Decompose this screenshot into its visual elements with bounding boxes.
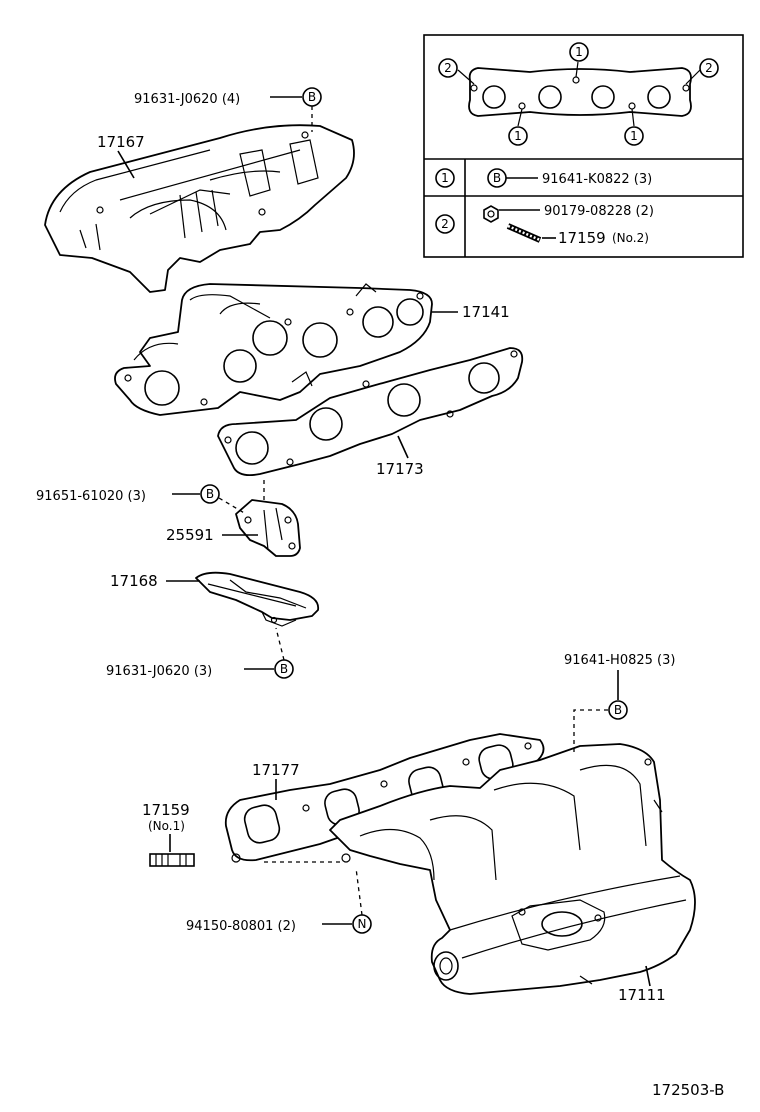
- marker-label: 1: [575, 45, 583, 59]
- part-number-label: 17177: [252, 761, 300, 779]
- part-number-label: 17111: [618, 986, 666, 1004]
- gasket-legend-box: 1 2 2 1 1 1 B 91641-K0822 (3): [423, 34, 744, 258]
- callout-91631-j0620-bottom: 91631-J0620 (3) B: [106, 627, 294, 679]
- part-number-label: 25591: [166, 526, 214, 544]
- callout-25591: 25591: [166, 526, 258, 544]
- nut-symbol-label: N: [358, 917, 367, 931]
- callout-91651-61020: 91651-61020 (3) B: [36, 480, 265, 515]
- legend-row-2-part-b: 17159: [558, 229, 606, 247]
- callout-17173: 17173: [376, 435, 424, 478]
- callout-17141: 17141: [432, 303, 510, 321]
- exhaust-manifold-17141: [114, 283, 433, 416]
- bracket-25591: [235, 499, 301, 557]
- legend-row-1-part: 91641-K0822 (3): [542, 172, 652, 187]
- row-index-label: 1: [441, 171, 449, 185]
- part-number-label: 94150-80801 (2): [186, 919, 296, 934]
- callout-17111: 17111: [618, 965, 666, 1004]
- heat-insulator-17167: [44, 124, 355, 293]
- legend-row-2-part-a: 90179-08228 (2): [544, 204, 654, 219]
- bolt-symbol-label: B: [493, 171, 501, 185]
- part-number-label: 91641-H0825 (3): [564, 653, 675, 668]
- bolt-symbol-label: B: [280, 662, 288, 676]
- legend-marker-2-right: 2: [699, 58, 719, 78]
- stud-bolt-17159-no1: [149, 853, 195, 867]
- callout-91631-j0620-top: 91631-J0620 (4) B: [134, 87, 322, 132]
- marker-label: 2: [444, 61, 452, 75]
- part-number-label: 91631-J0620 (3): [106, 664, 212, 679]
- bolt-symbol-label: B: [614, 703, 622, 717]
- callout-17159-no1: 17159 (No.1): [142, 801, 190, 852]
- legend-marker-1-top: 1: [569, 42, 589, 62]
- row-index-label: 2: [441, 217, 449, 231]
- callout-91641-h0825: 91641-H0825 (3) B: [564, 653, 675, 752]
- part-number-label: 91651-61020 (3): [36, 489, 146, 504]
- part-number-label: 17168: [110, 572, 158, 590]
- callout-17167: 17167: [97, 133, 145, 179]
- exhaust-gasket-17173: [217, 347, 524, 477]
- legend-row-2-part-b-sub: (No.2): [612, 231, 649, 245]
- bolt-symbol-label: B: [206, 487, 214, 501]
- legend-row-2: 2 90179-08228 (2) 17159 (No.2): [435, 204, 654, 247]
- legend-marker-2-left: 2: [438, 58, 458, 78]
- stud-bolt-icon: [506, 223, 542, 243]
- part-number-sub-label: (No.1): [148, 819, 185, 833]
- callout-17168: 17168: [110, 572, 200, 590]
- nut-icon: [483, 205, 499, 223]
- legend-row-1: 1 B 91641-K0822 (3): [435, 168, 652, 188]
- marker-label: 1: [630, 129, 638, 143]
- part-number-label: 91631-J0620 (4): [134, 92, 240, 107]
- marker-label: 2: [705, 61, 713, 75]
- part-number-label: 17159: [142, 801, 190, 819]
- intake-manifold-17111: [329, 743, 696, 995]
- callout-17177: 17177: [252, 761, 300, 800]
- part-number-label: 17167: [97, 133, 145, 151]
- callout-94150-80801: 94150-80801 (2) N: [186, 861, 372, 934]
- heat-insulator-17168: [195, 571, 320, 627]
- part-number-label: 17141: [462, 303, 510, 321]
- legend-gasket-drawing: [457, 61, 701, 127]
- part-number-label: 17173: [376, 460, 424, 478]
- marker-label: 1: [514, 129, 522, 143]
- bolt-symbol-label: B: [308, 90, 316, 104]
- legend-marker-1-bottom-right: 1: [624, 126, 644, 146]
- legend-marker-1-bottom-left: 1: [508, 126, 528, 146]
- diagram-code: 172503-B: [652, 1081, 724, 1099]
